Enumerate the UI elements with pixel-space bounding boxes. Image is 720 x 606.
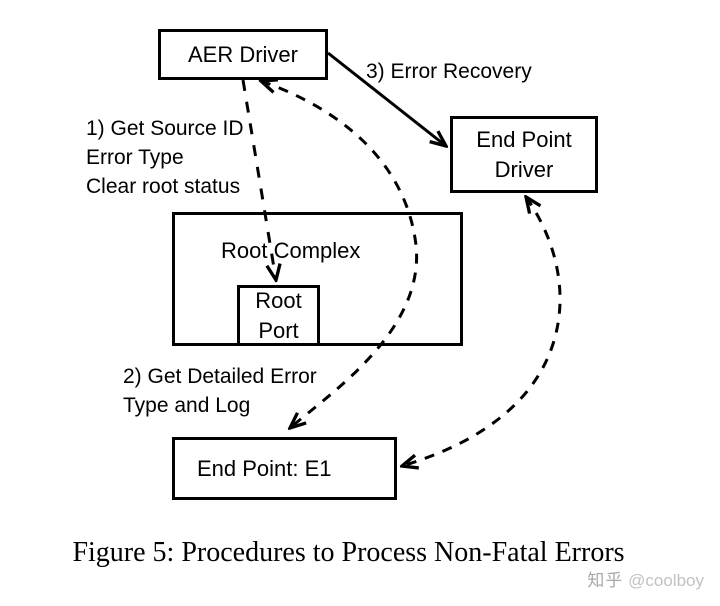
step2-annotation: 2) Get Detailed Error Type and Log [123,362,317,420]
root-port-label-line1: Root [255,287,302,313]
step3-annotation: 3) Error Recovery [366,60,532,83]
watermark-brand: 知乎 [587,571,624,590]
step1-line2: Error Type [86,146,184,169]
end-point-driver-label-line1: End Point [476,126,572,152]
root-port-label-line2: Port [258,317,299,343]
step1-annotation: 1) Get Source ID Error Type Clear root s… [86,114,244,201]
step1-line3: Clear root status [86,175,241,198]
end-point-e1-box: End Point: E1 [172,437,397,500]
end-point-driver-box: End Point Driver [450,116,598,193]
watermark: 知乎 @coolboy [587,566,704,591]
step2-line2: Type and Log [123,394,251,417]
aer-driver-box: AER Driver [158,29,328,80]
aer-driver-label: AER Driver [187,41,298,67]
step2-line1: 2) Get Detailed Error [123,365,317,388]
step1-line1: 1) Get Source ID [86,117,244,140]
end-point-driver-label-line2: Driver [494,156,554,182]
end-point-e1-label: End Point: E1 [197,455,332,481]
root-complex-label: Root Complex [221,238,361,263]
watermark-handle: @coolboy [628,571,704,590]
root-port-box: Root Port [237,285,320,346]
figure-caption: Figure 5: Procedures to Process Non-Fata… [72,537,625,568]
